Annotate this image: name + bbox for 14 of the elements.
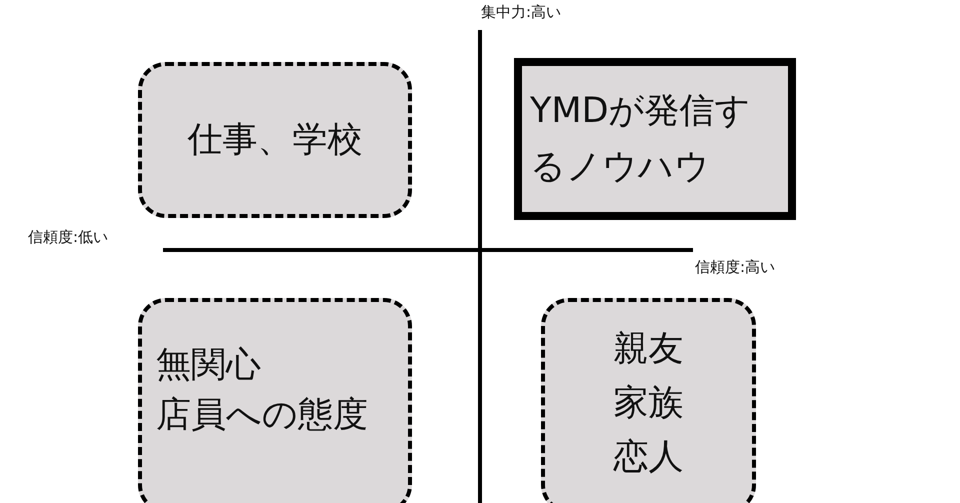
rounded-box (541, 298, 756, 503)
box-text: 親友 (614, 328, 684, 371)
rounded-box (138, 62, 412, 218)
box-text: 仕事、学校 (188, 119, 362, 162)
axis-label: 集中力:高い (481, 3, 562, 22)
axis-label: 信頼度:高い (695, 258, 776, 277)
highlight-box (514, 58, 796, 220)
axis-label: 信頼度:低い (28, 228, 108, 247)
box-text: 恋人 (614, 436, 684, 479)
rounded-box (138, 298, 412, 503)
box-text: YMDが発信するノウハウ (530, 90, 752, 189)
box-text: 無関心 (156, 344, 261, 387)
box-text: 家族 (614, 382, 684, 425)
box-text: 店員への態度 (156, 394, 368, 437)
